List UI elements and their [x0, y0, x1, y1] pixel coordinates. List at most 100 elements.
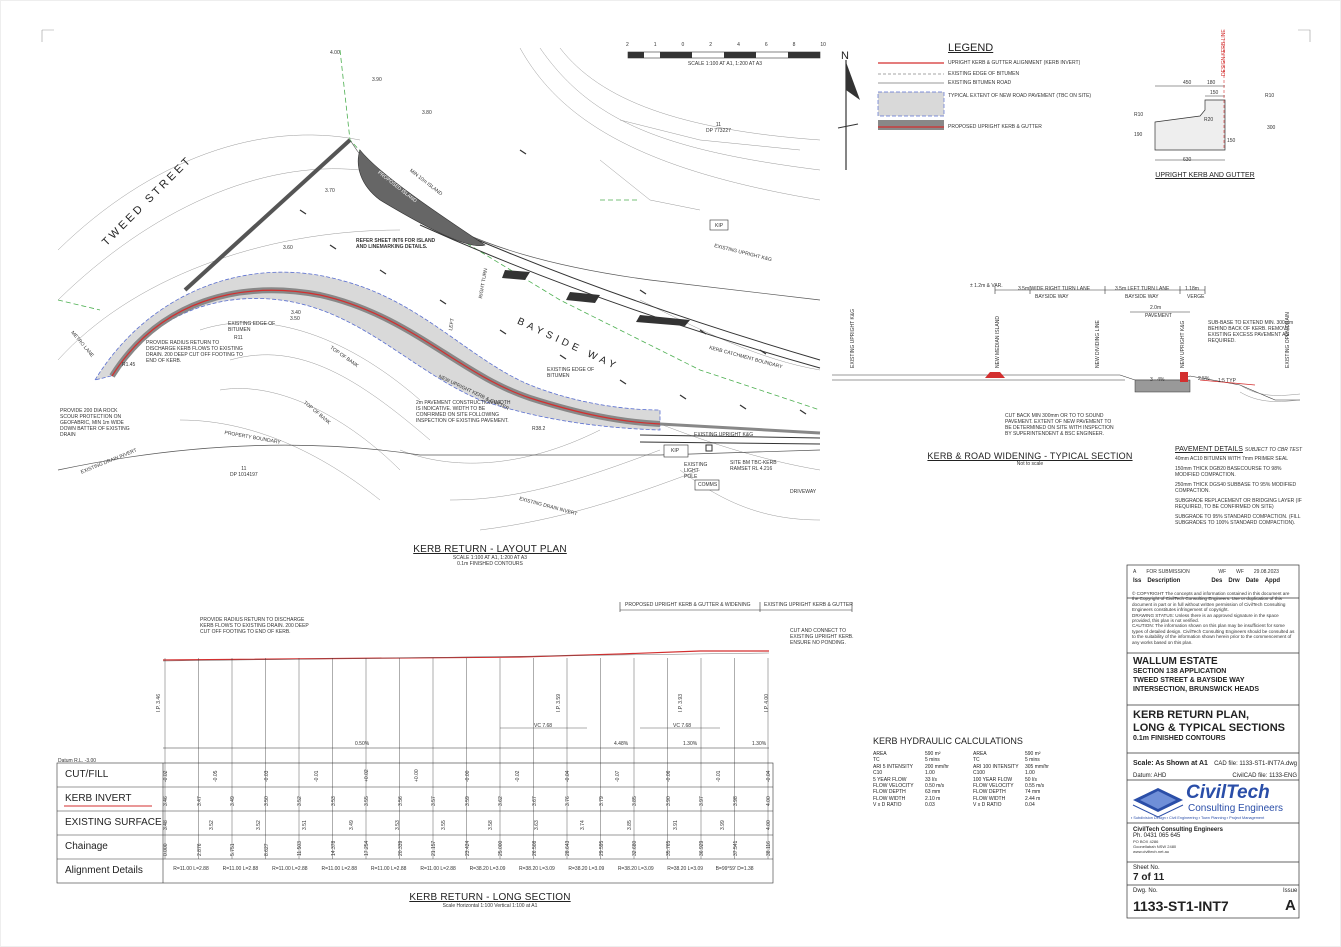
- cad-file-text: CAD file: 1133-ST1-INT7A.dwg: [1214, 761, 1297, 767]
- kerb-dim: 450: [1183, 80, 1192, 86]
- hydraulic-value: 0.50 m/s: [925, 783, 945, 790]
- section-dim: 3.5m WIDE RIGHT TURN LANE: [1018, 286, 1091, 292]
- plan-title: KERB RETURN - LAYOUT PLAN: [413, 544, 567, 555]
- note-rock-scour: PROVIDE 200 DIA ROCK SCOUR PROTECTION ON…: [60, 408, 130, 438]
- existing-surface-value: 4.00: [766, 820, 772, 830]
- existing-surface-value: 3.53: [394, 820, 401, 830]
- existing-surface-value: 3.74: [580, 820, 587, 830]
- cut-fill-value: +0.00: [414, 769, 421, 782]
- project-line: TWEED STREET & BAYSIDE WAY: [1133, 677, 1245, 684]
- ls-note-radius: PROVIDE RADIUS RETURN TO DISCHARGE KERB …: [200, 617, 309, 635]
- civilcad-file-text: CivilCAD file: 1133-ENG: [1232, 773, 1297, 779]
- alignment-value: R=11.00 L=2.88: [222, 866, 259, 872]
- alignment-value: R=11.00 L=2.88: [173, 866, 209, 872]
- alignment-value: R=38.20 L=3.09: [568, 866, 605, 872]
- dwg-number: 1133-ST1-INT7: [1133, 898, 1229, 914]
- long-section-title: KERB RETURN - LONG SECTION: [409, 892, 571, 903]
- hydraulic-value: 2.10 m: [925, 795, 941, 802]
- grade-label: 1.30%: [683, 741, 698, 747]
- grade-label: 4.48%: [614, 741, 629, 747]
- kip-label: KIP: [671, 448, 680, 454]
- hydraulic-value: 74 mm: [1025, 789, 1041, 796]
- chainage-value: 21.157: [431, 840, 437, 856]
- hydraulic-param: AREA: [973, 751, 987, 757]
- contour-label: 3.40: [291, 310, 301, 316]
- services-text: ▪ Subdivision Design ▪ Civil Engineering…: [1131, 816, 1265, 820]
- contour-label: 3.60: [283, 245, 293, 251]
- hydraulic-value: 63 mm: [925, 789, 941, 796]
- hydraulic-param: ARI 5 INTENSITY: [873, 763, 914, 770]
- note-cutback: CUT BACK MIN 300mm OR TO TO SOUND PAVEME…: [1005, 413, 1114, 437]
- revision-row: A FOR SUBMISSION WF WF 29.08.2023: [1133, 569, 1295, 575]
- section-vertical-label: NEW DIVIDING LINE: [1095, 320, 1101, 368]
- ip-label: I.P. 3.59: [556, 694, 562, 712]
- issue-label: Issue: [1283, 888, 1298, 894]
- hydraulic-value: 305 mm/hr: [1025, 763, 1049, 770]
- cut-fill-value: -0.01: [715, 770, 722, 782]
- comms-label: COMMS: [698, 482, 718, 488]
- kerb-invert-value: 3.98: [732, 796, 739, 806]
- contour-label: 3.90: [372, 77, 382, 83]
- kerb-invert-value: 3.59: [464, 796, 471, 806]
- chainage-value: 17.254: [364, 840, 370, 856]
- issue-letter: A: [1285, 897, 1296, 914]
- cut-fill-value: -0.04: [766, 770, 772, 782]
- driveway-label: DRIVEWAY: [790, 489, 817, 495]
- chainage-value: 29.595: [598, 840, 605, 856]
- existing-surface-value: 3.91: [673, 820, 680, 830]
- section-dim: VERGE: [1187, 294, 1205, 300]
- existing-surface-value: 3.49: [348, 820, 355, 830]
- section-dim: 2.0m: [1150, 305, 1162, 311]
- kerb-invert-value: 3.67: [531, 796, 538, 806]
- rev-header: Drw: [1228, 578, 1240, 584]
- chainage-value: 8.627: [263, 843, 270, 856]
- section-subtitle: Not to scale: [1016, 461, 1044, 467]
- rev-iss: A: [1133, 569, 1137, 575]
- note-edge-bitumen: EXISTING EDGE OF BITUMEN: [228, 321, 276, 333]
- cut-fill-value: +0.02: [364, 769, 370, 782]
- hydraulic-value: 33 l/s: [925, 776, 937, 783]
- rev-header: Iss: [1133, 578, 1142, 584]
- company-phone: Ph. 0431 065 645: [1133, 833, 1181, 839]
- chainage-value: 11.503: [297, 841, 303, 856]
- revision-headers: Iss Description Des Drw Date Appd: [1133, 578, 1295, 584]
- company-tagline: Consulting Engineers: [1188, 803, 1284, 814]
- kerb-invert-value: 3.76: [565, 796, 571, 806]
- section-dim: BAYSIDE WAY: [1035, 294, 1069, 300]
- row-label-cut-fill: CUT/FILL: [65, 769, 109, 780]
- existing-surface-value: 3.52: [255, 820, 262, 830]
- drawing-status-text: DRAWING STATUS: Unless there is an appro…: [1132, 612, 1279, 624]
- banner-proposed: PROPOSED UPRIGHT KERB & GUTTER & WIDENIN…: [625, 602, 751, 608]
- chainage-value: 14.378: [330, 840, 337, 856]
- hydraulic-param: TC: [973, 757, 980, 764]
- company-logo-text: CivilTech: [1186, 782, 1270, 803]
- kerb-invert-value: 3.79: [598, 796, 605, 806]
- contour-label: 3.80: [422, 110, 432, 116]
- lot-number: 11: [715, 122, 722, 128]
- kerb-invert-value: 3.55: [364, 796, 370, 806]
- pavement-details: PAVEMENT DETAILS SUBJECT TO CBR TEST 40m…: [1175, 446, 1305, 526]
- kerb-dim: 300: [1267, 125, 1276, 131]
- scale-bar-ticks: 2 1 0 2 4 6 8 10: [626, 42, 826, 48]
- sheet-number: 7 of 11: [1133, 872, 1165, 883]
- chainage-value: 37.541: [732, 840, 739, 856]
- kerb-dim: 150: [1227, 138, 1236, 144]
- datum-text: Datum: AHD: [1133, 773, 1167, 779]
- hydraulic-value: 5 mins: [925, 757, 940, 764]
- kerb-invert-value: 3.47: [196, 796, 203, 806]
- hydraulic-row: FLOW DEPTH 63 mm: [873, 789, 963, 795]
- hydraulic-value: 5 mins: [1025, 757, 1040, 764]
- section-dim: 1.18m: [1185, 286, 1199, 292]
- hydraulic-param: V x D RATIO: [973, 802, 1002, 809]
- kerb-invert-value: 3.85: [632, 796, 638, 806]
- radius-label: R11: [234, 335, 243, 341]
- section-title-block: KERB & ROAD WIDENING - TYPICAL SECTION N…: [925, 451, 1135, 467]
- hydraulic-param: FLOW DEPTH: [873, 789, 906, 796]
